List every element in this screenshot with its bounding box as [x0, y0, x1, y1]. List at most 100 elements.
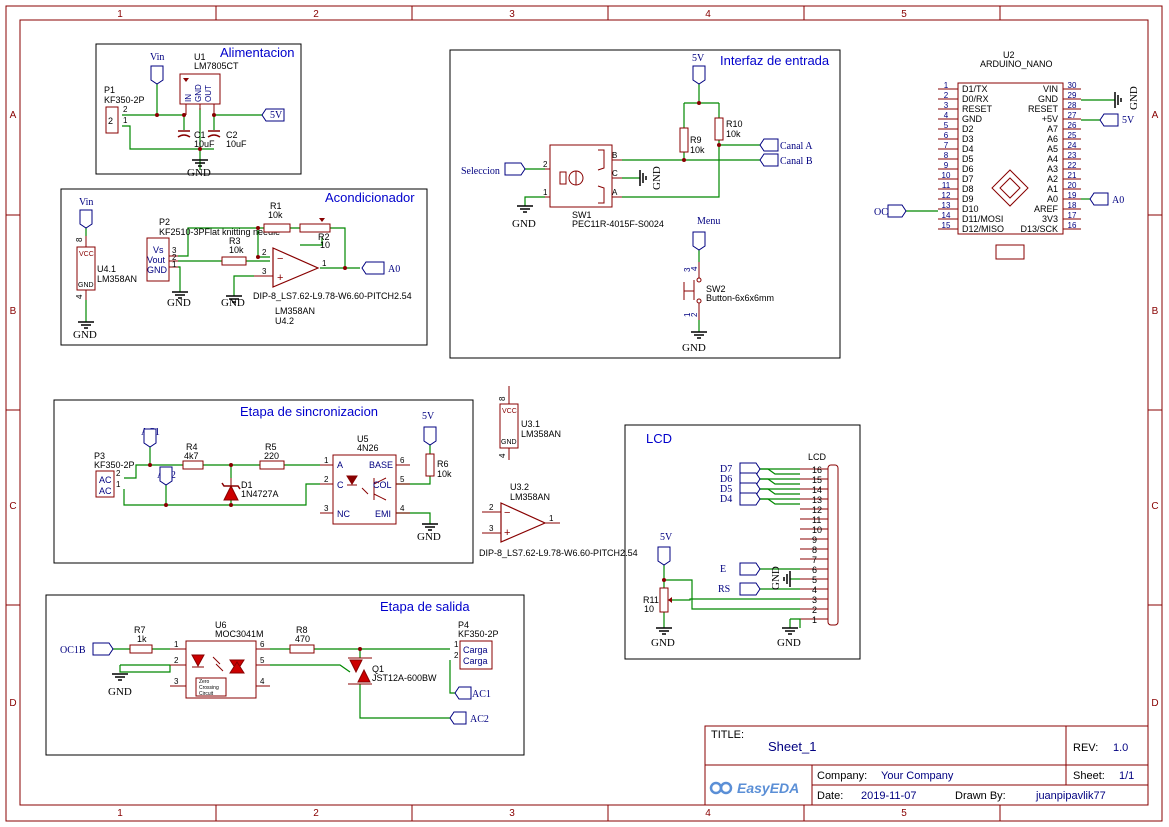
pin-name: D2: [962, 124, 974, 134]
pin-number: 16: [1068, 221, 1077, 230]
pin-name: VCC: [502, 408, 517, 415]
net-label: AC2: [470, 714, 489, 725]
port-ac2: AC2: [449, 711, 489, 725]
pin-name: A0: [1047, 194, 1058, 204]
package: DIP-8_LS7.62-L9.78-W6.60-PITCH2.54: [479, 548, 638, 558]
block-title: LCD: [646, 431, 672, 446]
ref: U1: [194, 52, 206, 62]
pin-number: 6: [944, 131, 949, 140]
frame-labels: 1 2 3 4 5 1 2 3 4 5 A B C D A B C D: [9, 9, 1158, 819]
net-label: 5V: [1122, 115, 1135, 126]
junctions: [682, 101, 721, 162]
ref: R11: [643, 595, 659, 605]
net-label: Vin: [150, 52, 164, 63]
net-label: Seleccion: [461, 166, 500, 177]
frame: [5, 5, 1163, 822]
r7-resistor: R7 1k: [129, 625, 153, 654]
value: 220: [264, 451, 279, 461]
pin-number: 5: [812, 575, 817, 585]
u3-opamp: VCC GND 8 4 U3.1 LM358AN U3.2 LM358AN − …: [479, 386, 638, 558]
gnd-label: GND: [770, 566, 782, 590]
block-title: Etapa de salida: [380, 599, 470, 614]
pin-number: 12: [812, 505, 822, 515]
value: JST12A-600BW: [372, 673, 437, 683]
company-label: Company:: [817, 770, 867, 782]
pin-number: 1: [549, 514, 554, 523]
pin-name: A4: [1047, 154, 1058, 164]
cloud-icon: [709, 781, 733, 795]
gnd-label: GND: [417, 531, 441, 543]
pin-name: A3: [1047, 164, 1058, 174]
zc-label: Zero: [199, 679, 210, 685]
pin-name: OUT: [204, 85, 213, 102]
value: 4k7: [184, 451, 199, 461]
pin-number: 7: [812, 555, 817, 565]
pin-number: 7: [944, 141, 949, 150]
value: 10k: [690, 145, 705, 155]
r8-resistor: R8 470: [289, 625, 315, 654]
row-label: B: [1152, 306, 1159, 317]
company-value: Your Company: [881, 770, 954, 782]
ref: SW1: [572, 210, 592, 220]
value: Button-6x6x6mm: [706, 293, 774, 303]
port-ac1: AC1: [454, 686, 491, 700]
col-label: 1: [117, 9, 123, 20]
pin-number: 5: [260, 656, 265, 665]
pin-number: 22: [1068, 161, 1077, 170]
row-label: A: [1152, 110, 1159, 121]
pin-number: 4: [260, 677, 265, 686]
r10-resistor: R10 10k: [714, 117, 743, 141]
gnd-symbol: GND: [512, 205, 536, 230]
pin-number: 29: [1068, 91, 1077, 100]
ref: C1: [194, 130, 206, 140]
ref: R4: [186, 442, 198, 452]
value: 10k: [229, 245, 244, 255]
pin-name: D9: [962, 194, 974, 204]
ports: [739, 462, 761, 596]
gnd-label: GND: [221, 297, 245, 309]
rev-label: REV:: [1073, 742, 1098, 754]
gnd-label: GND: [651, 166, 663, 190]
sheet-title: Sheet_1: [768, 739, 816, 754]
pin-number: 1: [174, 640, 179, 649]
block-title: Alimentacion: [220, 45, 294, 60]
row-label: B: [10, 306, 17, 317]
minus-icon: −: [504, 507, 510, 519]
value: 10uF: [194, 139, 215, 149]
pin-number: 9: [812, 535, 817, 545]
pin-name: D5: [962, 154, 974, 164]
pin-number: 6: [260, 640, 265, 649]
sw2-button: 3 4 1 2 SW2 Button-6x6x6mm: [683, 262, 774, 320]
u4-1-power: VCC GND 8 4 U4.1 LM358AN: [75, 236, 137, 300]
pin-name: D12/MISO: [962, 224, 1004, 234]
ref: U6: [215, 620, 227, 630]
pin-number: 2: [944, 91, 949, 100]
ref: U2: [1003, 50, 1015, 60]
junctions: [256, 226, 347, 270]
net-label: D4: [720, 494, 732, 505]
value: 1k: [137, 634, 147, 644]
gnd-label: GND: [651, 637, 675, 649]
pin-name: D6: [962, 164, 974, 174]
pin-number: 25: [1068, 131, 1077, 140]
value: 10k: [437, 469, 452, 479]
pin-number: 17: [1068, 211, 1077, 220]
value: 4N26: [357, 443, 379, 453]
net-label: 5V: [692, 53, 705, 64]
pin-name: D1/TX: [962, 84, 988, 94]
r11-potentiometer: R11 10: [643, 587, 672, 614]
pin-name: D0/RX: [962, 94, 989, 104]
junctions: [662, 578, 666, 582]
pin-number: 2: [812, 605, 817, 615]
plus-icon: +: [504, 527, 510, 539]
pin-number: 6: [812, 565, 817, 575]
port-ac2: AC2: [157, 466, 176, 486]
pin-number: 8: [498, 396, 507, 401]
pin-name: EMI: [375, 509, 391, 519]
pin-number: 2: [174, 656, 179, 665]
pin-number: 2: [123, 105, 128, 114]
date-value: 2019-11-07: [861, 790, 916, 802]
pin-number: 3: [812, 595, 817, 605]
pin-number: 8: [944, 151, 949, 160]
